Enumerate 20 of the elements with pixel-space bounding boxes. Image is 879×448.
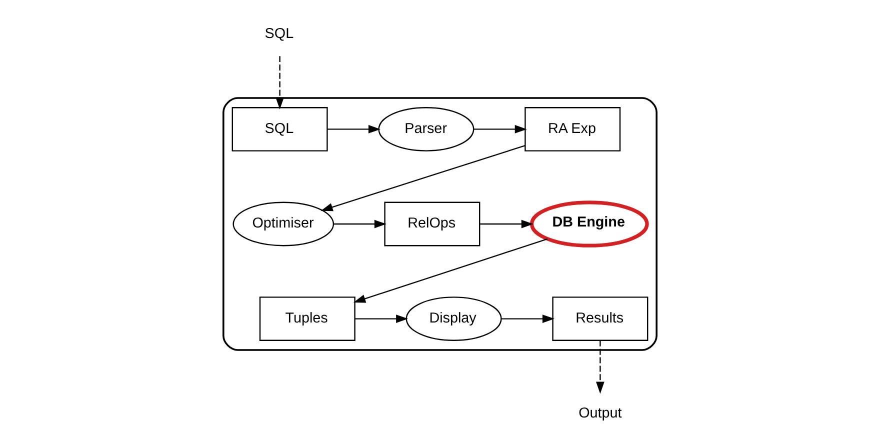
node-text: SQL <box>264 26 294 42</box>
arrow <box>320 144 525 212</box>
arrow <box>354 314 408 323</box>
node-ellipse: DB Engine <box>529 200 648 248</box>
node-box: Results <box>552 296 648 341</box>
arrow <box>479 220 533 228</box>
arrow <box>333 220 386 228</box>
node-text: Output <box>578 405 622 422</box>
arrow <box>473 125 526 134</box>
node-ellipse: Parser <box>378 107 474 152</box>
arrow <box>352 238 548 303</box>
node-box: SQL <box>231 107 328 152</box>
node-ellipse: Display <box>405 296 502 341</box>
arrow <box>275 56 284 110</box>
arrow <box>596 340 604 394</box>
node-box: RelOps <box>384 202 480 246</box>
arrow <box>500 314 554 323</box>
arrow <box>326 125 380 134</box>
node-box: Tuples <box>258 296 355 341</box>
node-box: RA Exp <box>524 107 620 152</box>
